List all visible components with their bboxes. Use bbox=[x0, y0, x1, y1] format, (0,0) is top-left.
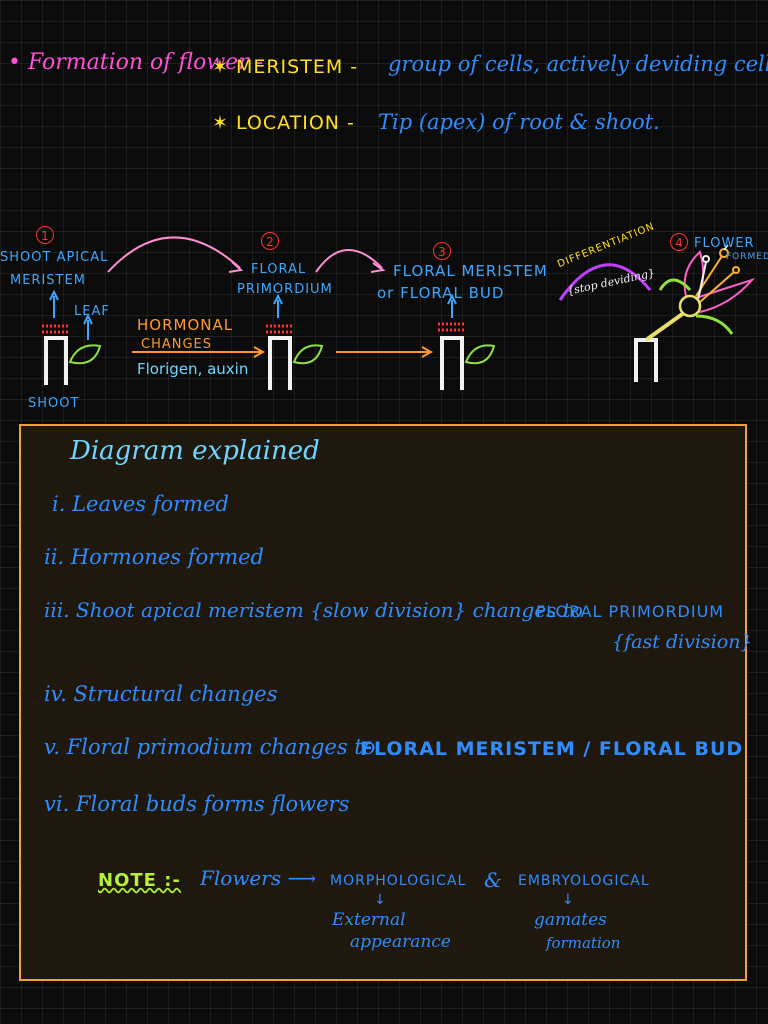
shoot-apical-label: SHOOT APICAL bbox=[0, 250, 109, 265]
embryo-down-arrow: ↓ bbox=[562, 892, 574, 908]
diagram-explained-box bbox=[19, 424, 747, 981]
step-1-number: 1 bbox=[36, 226, 54, 244]
note-label: NOTE :- bbox=[98, 870, 181, 891]
florigen-auxin-label: Florigen, auxin bbox=[137, 360, 249, 378]
morph-external: External bbox=[332, 910, 406, 930]
hormonal-label: HORMONAL bbox=[137, 316, 234, 334]
shoot-1-drawing bbox=[42, 289, 102, 385]
leaf-label: LEAF bbox=[74, 304, 110, 319]
shoot-2-drawing bbox=[266, 293, 324, 390]
explained-item-5: v. Floral primodium changes to bbox=[44, 735, 376, 759]
explained-item-3: iii. Shoot apical meristem {slow divisio… bbox=[44, 598, 583, 622]
arrow-1-to-2 bbox=[107, 236, 241, 273]
note-embryological: EMBRYOLOGICAL bbox=[518, 873, 650, 889]
flower-label: FLOWER bbox=[694, 236, 755, 251]
explained-item-1: i. Leaves formed bbox=[52, 492, 229, 516]
flower-formation-diagram bbox=[42, 236, 756, 390]
arrow-2-to-3 bbox=[315, 249, 383, 273]
step-3-number: 3 bbox=[433, 242, 451, 260]
formed-label: FORMED bbox=[726, 252, 768, 262]
embryo-gamates: gamates bbox=[534, 910, 607, 930]
meristem-label: ✶ MERISTEM - bbox=[212, 56, 359, 78]
explained-item-4: iv. Structural changes bbox=[44, 682, 278, 706]
step-4-number: 4 bbox=[670, 233, 688, 251]
explained-item-3-caps: FLORAL PRIMORDIUM bbox=[536, 602, 725, 621]
explained-item-3-fast: {fast division} bbox=[612, 631, 753, 653]
step-2-number: 2 bbox=[261, 232, 279, 250]
floral-bud-label: or FLORAL BUD bbox=[377, 284, 505, 302]
embryo-formation: formation bbox=[546, 934, 621, 952]
morph-down-arrow: ↓ bbox=[374, 892, 386, 908]
shoot-label: SHOOT bbox=[28, 396, 80, 411]
differentiation-arc bbox=[558, 263, 652, 301]
primordium-label: PRIMORDIUM bbox=[237, 282, 333, 297]
meristem-definition: group of cells, actively deviding cells. bbox=[388, 52, 768, 76]
changes-label: CHANGES bbox=[141, 337, 213, 352]
morph-appearance: appearance bbox=[350, 932, 451, 952]
shoot-3-drawing bbox=[438, 293, 496, 390]
note-morphological: MORPHOLOGICAL bbox=[330, 873, 467, 889]
flower-drawing bbox=[634, 244, 756, 382]
title-formation-of-flower: • Formation of flower - bbox=[8, 50, 264, 75]
location-definition: Tip (apex) of root & shoot. bbox=[378, 110, 660, 134]
explained-item-5-caps: FLORAL MERISTEM / FLORAL BUD bbox=[360, 738, 744, 760]
floral-meristem-label: FLORAL MERISTEM bbox=[393, 262, 548, 280]
meristem-sub-label: MERISTEM bbox=[10, 273, 86, 288]
explained-item-6: vi. Floral buds forms flowers bbox=[44, 792, 350, 816]
floral-label: FLORAL bbox=[251, 262, 307, 277]
explained-item-2: ii. Hormones formed bbox=[44, 545, 264, 569]
explained-title: Diagram explained bbox=[70, 436, 320, 466]
location-label: ✶ LOCATION - bbox=[212, 112, 355, 134]
note-flowers: Flowers ⟶ bbox=[200, 866, 317, 890]
note-ampersand: & bbox=[484, 868, 502, 892]
